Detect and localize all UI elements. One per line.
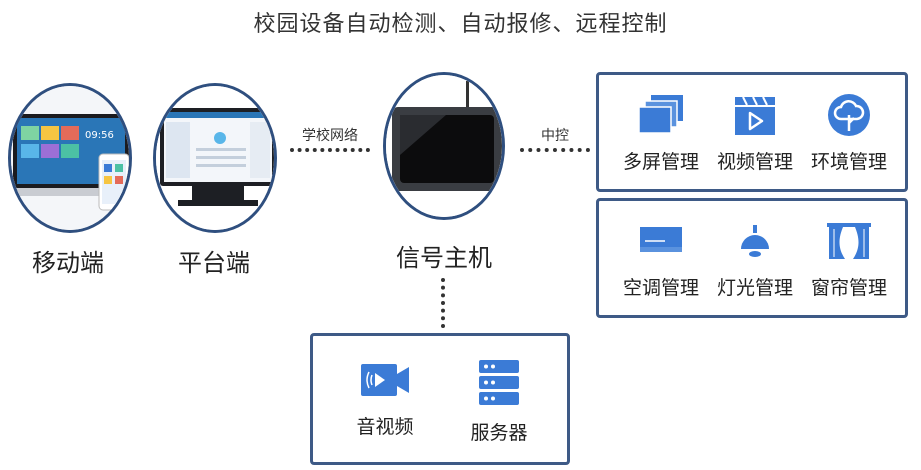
server-label: 服务器 [470, 422, 528, 444]
curtain-icon [827, 223, 871, 259]
air-conditioner-icon [640, 227, 682, 252]
video-icon [735, 96, 775, 135]
management-panel-top: 多屏管理 视频管理 环境管理 [596, 72, 908, 192]
curtain-item: 窗帘管理 [799, 219, 899, 300]
host-node [383, 72, 505, 220]
control-link-label: 中控 [541, 128, 569, 144]
network-link-label: 学校网络 [302, 128, 358, 144]
multi-screen-icon [638, 95, 683, 134]
audio-video-label: 音视频 [356, 416, 414, 438]
management-panel-middle: 空调管理 灯光管理 窗帘管理 [596, 198, 908, 318]
signal-host-illustration [386, 75, 502, 217]
server-icon [479, 360, 519, 405]
video-label: 视频管理 [716, 151, 793, 173]
environment-item: 环境管理 [799, 93, 899, 174]
air-conditioner-label: 空调管理 [622, 277, 699, 299]
network-link-line [290, 148, 370, 152]
video-item: 视频管理 [705, 93, 805, 174]
platform-node [153, 83, 277, 233]
av-server-panel: 音视频 服务器 [310, 333, 570, 465]
diagram-title: 校园设备自动检测、自动报修、远程控制 [253, 12, 668, 37]
air-conditioner-item: 空调管理 [611, 219, 711, 300]
server-item: 服务器 [449, 358, 549, 445]
environment-label: 环境管理 [810, 151, 887, 173]
mobile-time-text: 09:56 [85, 130, 114, 141]
curtain-label: 窗帘管理 [810, 277, 887, 299]
multi-screen-item: 多屏管理 [611, 93, 711, 174]
mobile-device-illustration: 09:56 [11, 86, 129, 230]
mobile-label: 移动端 [32, 249, 104, 277]
audio-video-item: 音视频 [335, 358, 435, 439]
control-link-line [520, 148, 590, 152]
lamp-item: 灯光管理 [705, 219, 805, 300]
audio-video-icon [361, 364, 409, 396]
multi-screen-label: 多屏管理 [622, 151, 699, 173]
platform-label: 平台端 [178, 249, 250, 277]
monitor-illustration [156, 86, 274, 230]
lamp-icon [741, 225, 769, 257]
environment-icon [828, 94, 870, 136]
lamp-label: 灯光管理 [716, 277, 793, 299]
mobile-node: 09:56 [8, 83, 132, 233]
host-label: 信号主机 [396, 244, 492, 272]
host-to-av-link-line [441, 278, 445, 328]
